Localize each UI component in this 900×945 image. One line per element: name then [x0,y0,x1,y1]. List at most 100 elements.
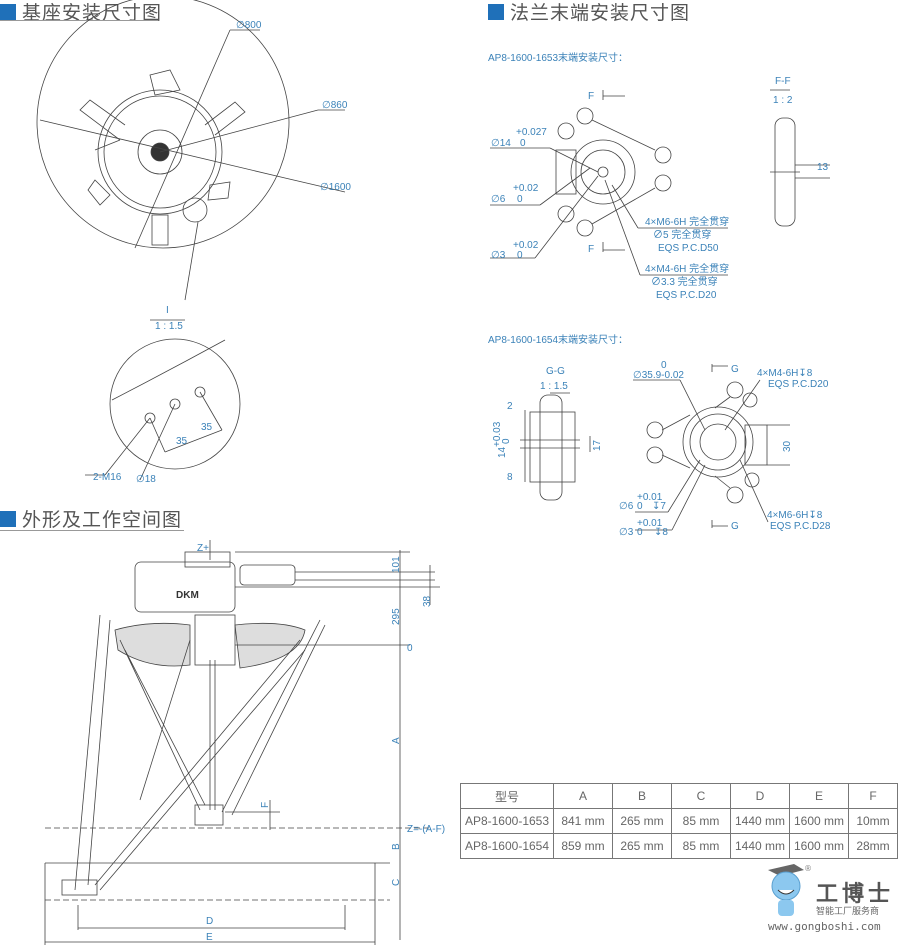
d6-tol-low: 0 [637,501,643,512]
header-e: E [789,783,849,809]
dim-13: 13 [817,162,829,173]
cell-a: 859 mm [553,833,613,859]
section-f-scale: 1 : 2 [773,95,793,106]
cell-f: 10mm [848,808,898,834]
header-f: F [848,783,898,809]
cell-c: 85 mm [671,808,731,834]
cell-b: 265 mm [612,833,672,859]
section-g-scale: 1 : 1.5 [540,381,568,392]
d3: ∅3 [491,250,506,261]
dim-d18: ∅18 [136,474,156,485]
dim-2: 2 [507,401,513,412]
dim-17: 17 [592,439,603,451]
section-mark-g-top: G [731,364,739,375]
m4-line2: ∅3.3 完全贯穿 [651,275,718,288]
dim-30: 30 [782,440,793,452]
d3: ∅3 [619,527,634,538]
header-model: 型号 [460,783,554,809]
watermark-brand: 工博士 [816,881,895,907]
d14-tol-up: +0.027 [516,127,547,138]
watermark-logo: ® 工博士 智能工厂服务商 www.gongboshi.com [760,862,900,942]
m4-8-line2: EQS P.C.D20 [768,379,829,390]
d3-depth: ↧8 [654,527,668,538]
dim-f: F [260,802,271,808]
heading-square-icon [488,3,504,20]
dim-101: 101 [391,556,402,573]
dim-d: D [206,916,213,927]
cell-a: 841 mm [553,808,613,834]
m4-8-line1: 4×M4-6H↧8 [757,368,813,379]
dim-zero: 0 [407,643,413,654]
d6-tol-low: 0 [517,194,523,205]
section-f-title: F-F [775,76,791,87]
cell-c: 85 mm [671,833,731,859]
dim-a: A [391,737,402,744]
section-heading-base: 基座安装尺寸图 [0,0,162,25]
base-mount-drawing [36,0,346,481]
d359-tol: 0 [661,360,667,371]
heading-text: 法兰末端安装尺寸图 [510,2,691,24]
section-mark-f-bottom: F [588,244,594,255]
heading-text: 外形及工作空间图 [22,509,183,531]
d3-tol-low: 0 [637,527,643,538]
d6: ∅6 [619,501,634,512]
dim-e: E [206,932,213,943]
z-label: Z=-(A-F) [407,824,445,835]
dim-14-tol-low: 0 [501,438,512,444]
dim-d860: ∅860 [322,100,348,111]
heading-square-icon [0,510,16,527]
detail-scale: 1 : 1.5 [155,321,183,332]
robot-logo: DKM [176,590,199,601]
cell-e: 1600 mm [789,833,849,859]
m4-line3: EQS P.C.D20 [656,290,717,301]
header-a: A [553,783,613,809]
d6-tol-up: +0.01 [637,492,663,503]
dim-b: B [391,843,402,850]
cell-e: 1600 mm [789,808,849,834]
section-g-title: G-G [546,366,565,377]
heading-underline [0,530,184,531]
section-heading-flange: 法兰末端安装尺寸图 [488,0,690,25]
table-row: AP8-1600-1653 841 mm 265 mm 85 mm 1440 m… [460,808,898,834]
d359: ∅35.9-0.02 [633,370,684,381]
m4-line1: 4×M4-6H 完全贯穿 [645,262,729,275]
d3-tol-up: +0.01 [637,518,663,529]
flange-1653-drawing [490,89,830,276]
d14: ∅14 [491,138,511,149]
dim-35b: 35 [201,422,213,433]
dim-m16: 2-M16 [93,472,122,483]
watermark-url: www.gongboshi.com [768,920,881,933]
dim-14: 14 [497,446,508,458]
d6: ∅6 [491,194,506,205]
dim-c: C [391,879,402,886]
heading-text: 基座安装尺寸图 [22,2,163,24]
section-mark-f-top: F [588,91,594,102]
dim-d1600: ∅1600 [320,182,351,193]
section-heading-workspace: 外形及工作空间图 [0,505,182,532]
cell-d: 1440 mm [730,808,790,834]
cell-f: 28mm [848,833,898,859]
detail-id: I [166,305,169,316]
header-b: B [612,783,672,809]
table-row: AP8-1600-1654 859 mm 265 mm 85 mm 1440 m… [460,833,898,859]
cell-model: AP8-1600-1653 [460,808,554,834]
heading-underline [0,20,158,21]
header-c: C [671,783,731,809]
m6-8-line2: EQS P.C.D28 [770,521,831,532]
flange-1654-drawing [520,364,790,531]
d6-depth: ↧7 [652,501,666,512]
heading-square-icon [0,3,16,20]
dim-d800: ∅800 [236,20,262,31]
d3-tol-up: +0.02 [513,240,539,251]
d6-tol-up: +0.02 [513,183,539,194]
dim-295: 295 [391,608,402,625]
spec-table: 型号 A B C D E F AP8-1600-1653 841 mm 265 … [460,783,898,859]
m6-line3: EQS P.C.D50 [658,243,719,254]
cell-model: AP8-1600-1654 [460,833,554,859]
workspace-drawing [44,540,440,945]
header-d: D [730,783,790,809]
dim-8: 8 [507,472,513,483]
d3-tol-low: 0 [517,250,523,261]
watermark-slogan: 智能工厂服务商 [816,907,880,917]
